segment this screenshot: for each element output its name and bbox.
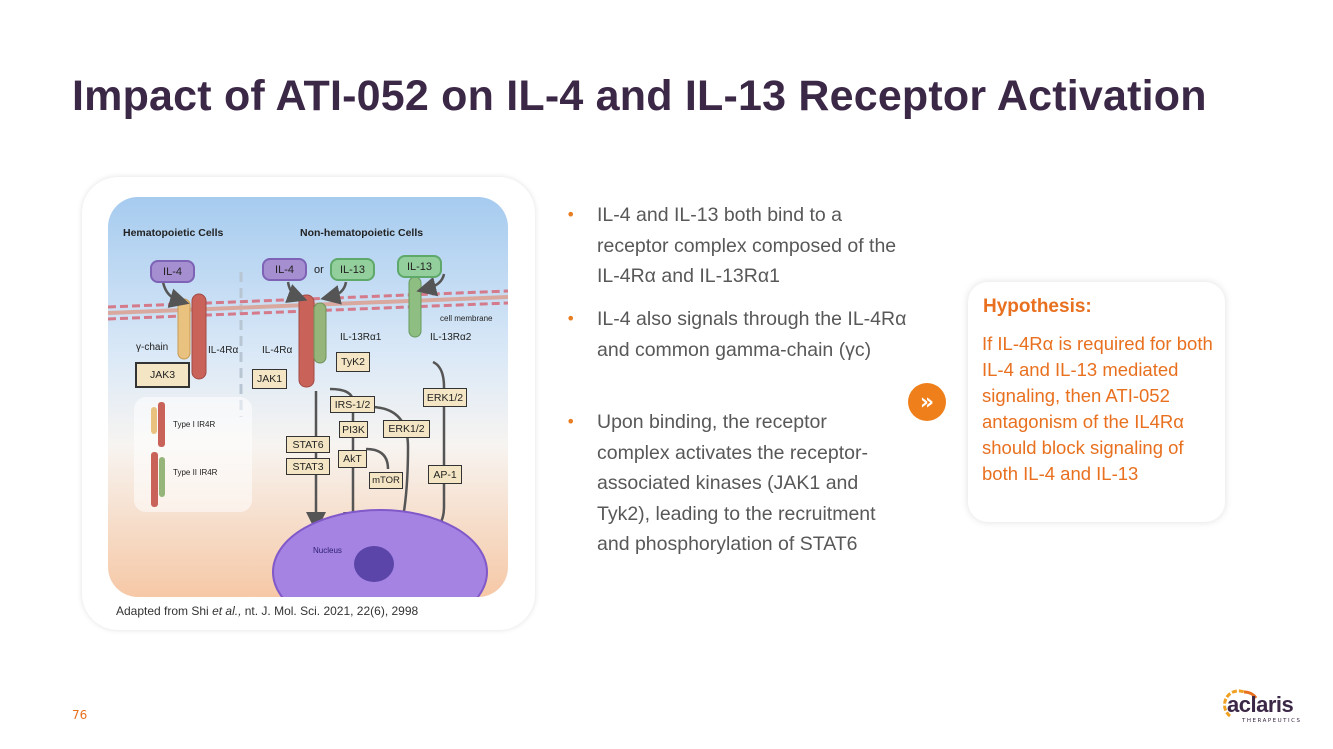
logo-arc-icon <box>1223 689 1258 718</box>
il4ra-label: IL-4Rα <box>208 345 239 356</box>
kinase-ap1: AP-1 <box>428 465 462 484</box>
caption-text: Adapted from Shi <box>116 604 213 618</box>
membrane-label: cell membrane <box>440 314 493 323</box>
aclaris-logo: aclaris THERAPEUTICS <box>1218 686 1308 726</box>
kinase-mtor: mTOR <box>369 472 403 489</box>
caption-text: nt. J. Mol. Sci. 2021, 22(6), 2998 <box>241 604 419 618</box>
logo-wordmark: aclaris <box>1227 692 1294 717</box>
type-i-receptor <box>177 293 207 380</box>
caption-italic: et al., <box>212 604 242 618</box>
diagram-graphics <box>108 272 508 597</box>
kinase-stat6: STAT6 <box>286 436 330 453</box>
ligand-il13: IL-13 <box>397 255 442 278</box>
kinase-irs: IRS-1/2 <box>330 396 375 413</box>
kinase-erk: ERK1/2 <box>423 388 467 407</box>
kinase-akt: AkT <box>338 450 367 468</box>
il4ra-label: IL-4Rα <box>262 345 293 356</box>
kinase-stat3: STAT3 <box>286 458 330 475</box>
il13ra2-receptor <box>408 276 422 338</box>
bullet-dot: • <box>566 412 576 431</box>
or-label: or <box>314 264 324 276</box>
legend-type1-label: Type I IR4R <box>173 420 216 429</box>
il13ra2-label: IL-13Rα2 <box>430 332 472 343</box>
slide-title: Impact of ATI-052 on IL-4 and IL-13 Rece… <box>72 72 1207 120</box>
legend-type1-icon <box>151 402 165 447</box>
hypothesis-text: If IL-4Rα is required for both IL-4 and … <box>982 333 1213 484</box>
kinase-jak3: JAK3 <box>135 362 190 388</box>
kinase-jak1: JAK1 <box>252 369 287 389</box>
il13ra1-label: IL-13Rα1 <box>340 332 382 343</box>
hypothesis-card <box>968 282 1225 522</box>
gamma-chain-label: γ-chain <box>136 342 169 353</box>
nucleus-label: Nucleus <box>313 546 342 555</box>
hypothesis-title: Hypothesis: <box>983 296 1092 317</box>
ligand-il13: IL-13 <box>330 258 375 281</box>
page-number: 76 <box>72 708 88 722</box>
receptor-diagram: Hematopoietic Cells Non-hematopoietic Ce… <box>108 197 508 597</box>
bullet-text: IL-4 also signals through the IL-4Rα and… <box>597 308 907 361</box>
figure-caption: Adapted from Shi et al., nt. J. Mol. Sci… <box>116 604 418 618</box>
nucleus <box>272 509 488 597</box>
logo-subtitle: THERAPEUTICS <box>1242 718 1302 724</box>
kinase-tyk2: TyK2 <box>336 352 370 372</box>
type-ii-receptor <box>298 294 327 388</box>
ligand-il4: IL-4 <box>262 258 307 281</box>
bullet-dot: • <box>566 309 576 328</box>
kinase-erk: ERK1/2 <box>383 420 430 438</box>
legend-type2-icon <box>151 452 165 507</box>
kinase-pi3k: PI3K <box>339 421 368 438</box>
bullet-dot: • <box>566 205 576 224</box>
double-chevron-right-icon: » <box>908 383 946 421</box>
heading-non-hematopoietic: Non-hematopoietic Cells <box>300 227 424 239</box>
legend-type2-label: Type II IR4R <box>173 468 218 477</box>
bullet-text: Upon binding, the receptor complex activ… <box>597 411 876 555</box>
bullet-text: IL-4 and IL-13 both bind to a receptor c… <box>597 204 897 287</box>
ligand-il4: IL-4 <box>150 260 195 283</box>
heading-hematopoietic: Hematopoietic Cells <box>123 227 224 239</box>
